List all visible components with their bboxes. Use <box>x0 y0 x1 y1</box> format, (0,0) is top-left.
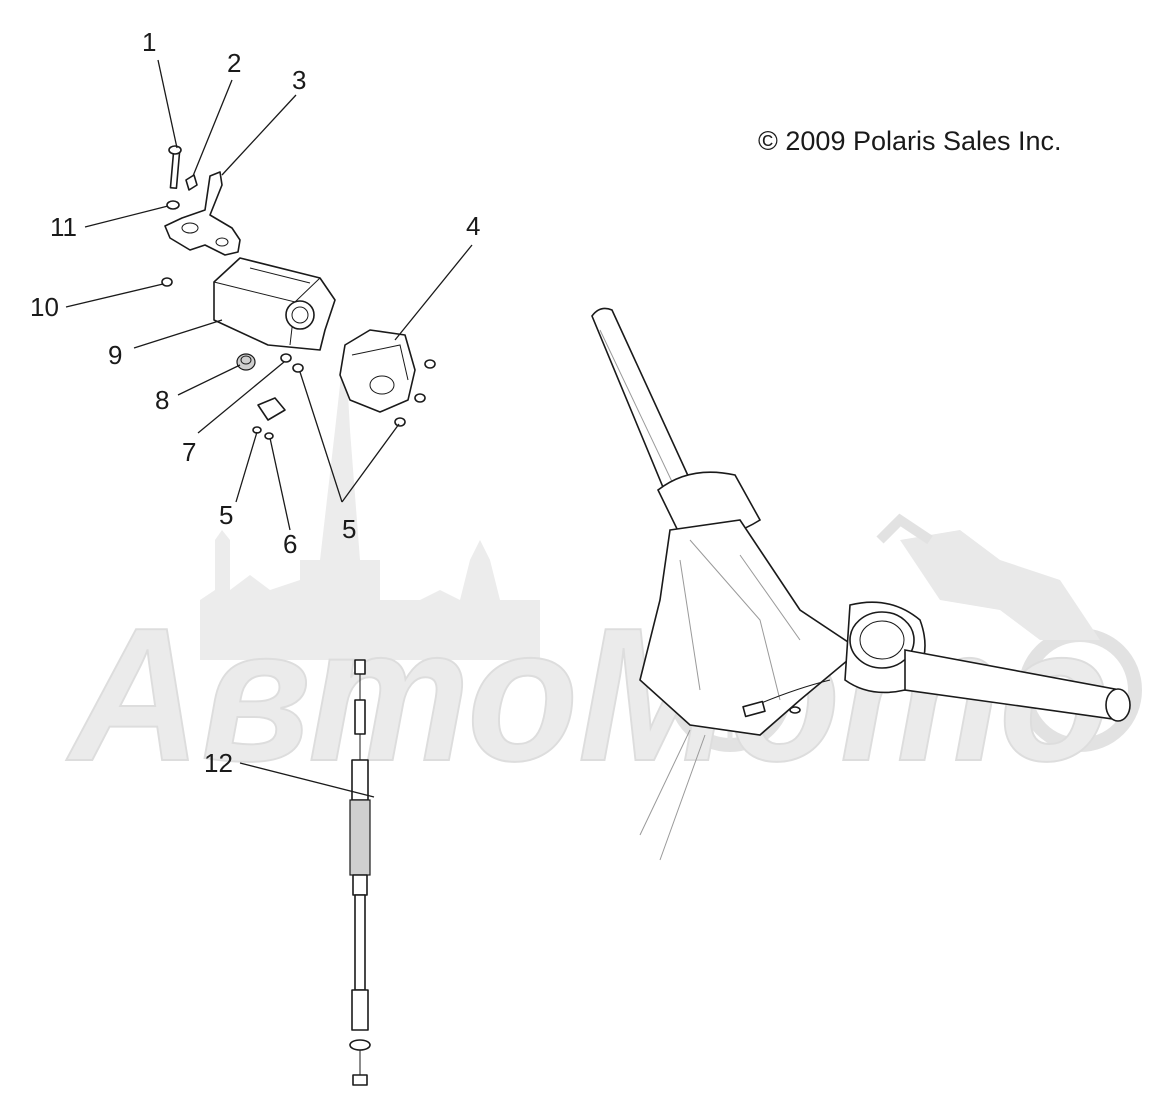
part-9-housing <box>213 257 336 351</box>
part-3-bracket <box>164 171 241 256</box>
callout-7: 7 <box>182 437 196 467</box>
part-5-screws-upper <box>292 359 436 427</box>
callout-8: 8 <box>155 385 169 415</box>
part-7-washer <box>280 353 292 363</box>
callout-5-right: 5 <box>342 514 356 544</box>
callout-12: 12 <box>204 748 233 778</box>
callout-1: 1 <box>142 27 156 57</box>
callout-9: 9 <box>108 340 122 370</box>
leader-lines <box>65 59 473 798</box>
callout-10: 10 <box>30 292 59 322</box>
callout-11: 11 <box>50 212 77 242</box>
part-5-screws-lower <box>252 426 274 440</box>
callout-3: 3 <box>292 65 306 95</box>
part-6-plate <box>257 397 286 421</box>
part-12-cable <box>349 659 371 1086</box>
callout-4: 4 <box>466 211 480 241</box>
part-10-nut <box>161 277 173 287</box>
watermark-skyline <box>200 340 540 660</box>
copyright-text: © 2009 Polaris Sales Inc. <box>758 126 1062 156</box>
part-8-bushing <box>236 353 256 371</box>
handlebar-assembly <box>591 307 1131 861</box>
part-1-bolt <box>168 145 182 189</box>
callout-2: 2 <box>227 48 241 78</box>
part-11-washer <box>166 200 180 210</box>
callout-6: 6 <box>283 529 297 559</box>
callouts: 1 2 3 4 5 5 6 7 8 9 10 11 12 <box>30 27 480 778</box>
callout-5-left: 5 <box>219 500 233 530</box>
part-2-plate <box>185 174 198 191</box>
part-4-cover <box>339 329 416 413</box>
